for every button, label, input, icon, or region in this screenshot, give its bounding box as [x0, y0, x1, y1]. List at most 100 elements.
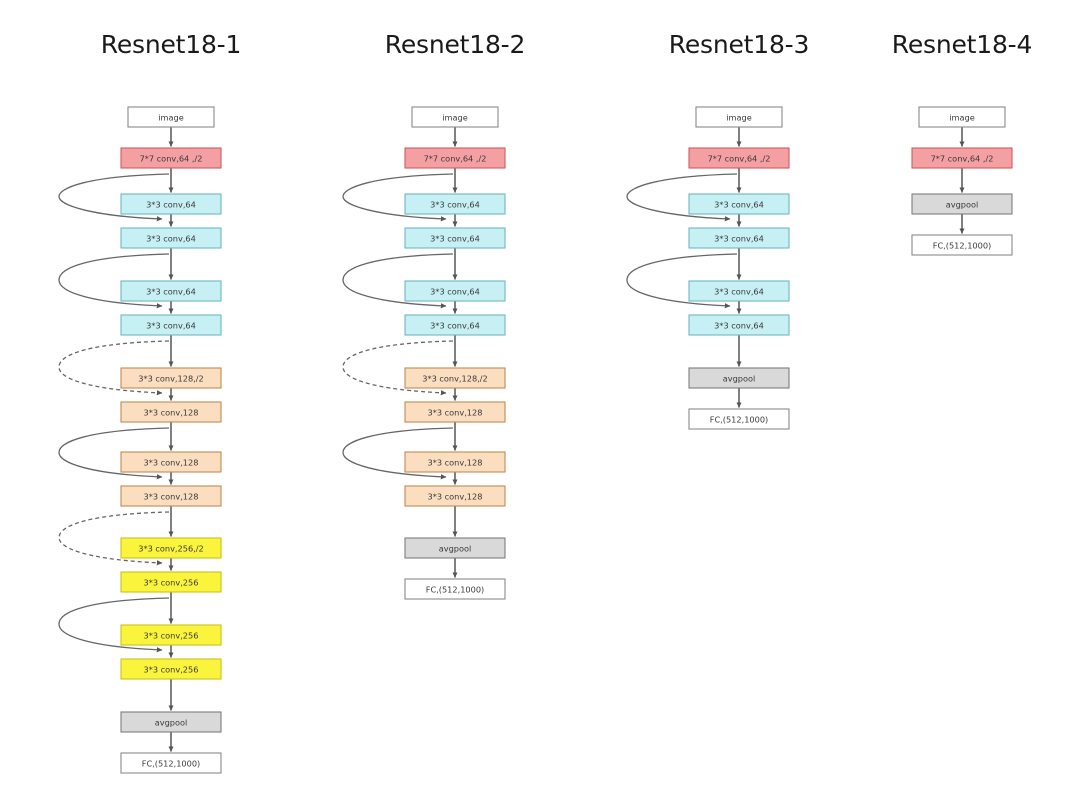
node-rect[interactable]: [120, 571, 222, 593]
node-orange-block[interactable]: 3*3 conv,128,/2: [120, 367, 222, 389]
node-plain-block[interactable]: image: [127, 106, 215, 128]
node-orange-block[interactable]: 3*3 conv,128: [404, 451, 506, 473]
node-rect[interactable]: [404, 314, 506, 336]
node-rect[interactable]: [120, 193, 222, 215]
node-rect[interactable]: [120, 485, 222, 507]
node-red-block[interactable]: 7*7 conv,64 ,/2: [120, 147, 222, 169]
node-rect[interactable]: [688, 280, 790, 302]
node-label: 3*3 conv,256: [144, 665, 199, 675]
node-orange-block[interactable]: 3*3 conv,128: [120, 485, 222, 507]
node-gray-block[interactable]: avgpool: [120, 711, 222, 733]
node-cyan-block[interactable]: 3*3 conv,64: [688, 314, 790, 336]
node-rect[interactable]: [404, 193, 506, 215]
node-rect[interactable]: [411, 106, 499, 128]
node-rect[interactable]: [911, 234, 1013, 256]
node-rect[interactable]: [911, 147, 1013, 169]
node-cyan-block[interactable]: 3*3 conv,64: [120, 227, 222, 249]
node-rect[interactable]: [120, 711, 222, 733]
node-rect[interactable]: [688, 314, 790, 336]
node-rect[interactable]: [120, 658, 222, 680]
node-yellow-block[interactable]: 3*3 conv,256,/2: [120, 537, 222, 559]
node-cyan-block[interactable]: 3*3 conv,64: [688, 227, 790, 249]
node-cyan-block[interactable]: 3*3 conv,64: [404, 280, 506, 302]
node-label: 3*3 conv,64: [430, 234, 480, 244]
node-orange-block[interactable]: 3*3 conv,128: [404, 485, 506, 507]
node-yellow-block[interactable]: 3*3 conv,256: [120, 624, 222, 646]
node-rect[interactable]: [404, 537, 506, 559]
node-orange-block[interactable]: 3*3 conv,128: [404, 401, 506, 423]
node-rect[interactable]: [120, 314, 222, 336]
node-label: 7*7 conv,64 ,/2: [424, 154, 487, 164]
node-rect[interactable]: [120, 401, 222, 423]
nodes-layer: image 7*7 conv,64 ,/2 3*3 conv,64 3*3 conv,…: [120, 106, 1013, 774]
node-label: 3*3 conv,64: [146, 321, 196, 331]
node-label: 3*3 conv,128: [428, 492, 483, 502]
node-label: FC,(512,1000): [933, 241, 991, 251]
node-red-block[interactable]: 7*7 conv,64 ,/2: [404, 147, 506, 169]
node-plain-block[interactable]: FC,(512,1000): [404, 578, 506, 600]
node-rect[interactable]: [404, 578, 506, 600]
node-plain-block[interactable]: image: [918, 106, 1006, 128]
node-cyan-block[interactable]: 3*3 conv,64: [404, 314, 506, 336]
node-gray-block[interactable]: avgpool: [911, 193, 1013, 215]
node-rect[interactable]: [688, 227, 790, 249]
node-red-block[interactable]: 7*7 conv,64 ,/2: [688, 147, 790, 169]
node-label: 3*3 conv,128: [144, 458, 199, 468]
node-rect[interactable]: [120, 537, 222, 559]
node-gray-block[interactable]: avgpool: [404, 537, 506, 559]
node-rect[interactable]: [404, 147, 506, 169]
skip-connection-dashed: [342, 340, 454, 396]
node-cyan-block[interactable]: 3*3 conv,64: [120, 193, 222, 215]
node-rect[interactable]: [120, 451, 222, 473]
node-plain-block[interactable]: FC,(512,1000): [120, 752, 222, 774]
node-gray-block[interactable]: avgpool: [688, 367, 790, 389]
node-rect[interactable]: [127, 106, 215, 128]
node-cyan-block[interactable]: 3*3 conv,64: [404, 227, 506, 249]
node-rect[interactable]: [688, 193, 790, 215]
node-orange-block[interactable]: 3*3 conv,128: [120, 451, 222, 473]
node-cyan-block[interactable]: 3*3 conv,64: [688, 193, 790, 215]
node-plain-block[interactable]: FC,(512,1000): [911, 234, 1013, 256]
node-label: 3*3 conv,128: [428, 408, 483, 418]
node-rect[interactable]: [120, 280, 222, 302]
column-title-resnet18-2: Resnet18-2: [384, 30, 526, 59]
node-label: 3*3 conv,64: [430, 321, 480, 331]
node-rect[interactable]: [120, 147, 222, 169]
node-rect[interactable]: [120, 752, 222, 774]
node-red-block[interactable]: 7*7 conv,64 ,/2: [911, 147, 1013, 169]
node-label: 3*3 conv,64: [146, 287, 196, 297]
node-label: 3*3 conv,64: [146, 200, 196, 210]
node-rect[interactable]: [404, 367, 506, 389]
node-rect[interactable]: [120, 624, 222, 646]
node-rect[interactable]: [120, 367, 222, 389]
node-rect[interactable]: [404, 280, 506, 302]
node-label: avgpool: [723, 374, 756, 384]
node-plain-block[interactable]: image: [411, 106, 499, 128]
node-label: 3*3 conv,64: [714, 321, 764, 331]
node-rect[interactable]: [688, 408, 790, 430]
node-orange-block[interactable]: 3*3 conv,128,/2: [404, 367, 506, 389]
node-yellow-block[interactable]: 3*3 conv,256: [120, 571, 222, 593]
node-plain-block[interactable]: FC,(512,1000): [688, 408, 790, 430]
node-rect[interactable]: [404, 401, 506, 423]
node-cyan-block[interactable]: 3*3 conv,64: [120, 314, 222, 336]
node-rect[interactable]: [688, 147, 790, 169]
node-rect[interactable]: [918, 106, 1006, 128]
node-orange-block[interactable]: 3*3 conv,128: [120, 401, 222, 423]
skip-connection-dashed: [58, 511, 170, 566]
node-cyan-block[interactable]: 3*3 conv,64: [404, 193, 506, 215]
node-yellow-block[interactable]: 3*3 conv,256: [120, 658, 222, 680]
node-plain-block[interactable]: image: [695, 106, 783, 128]
node-cyan-block[interactable]: 3*3 conv,64: [120, 280, 222, 302]
node-rect[interactable]: [404, 227, 506, 249]
node-rect[interactable]: [911, 193, 1013, 215]
node-cyan-block[interactable]: 3*3 conv,64: [688, 280, 790, 302]
node-rect[interactable]: [404, 485, 506, 507]
node-rect[interactable]: [120, 227, 222, 249]
node-rect[interactable]: [688, 367, 790, 389]
node-rect[interactable]: [695, 106, 783, 128]
node-rect[interactable]: [404, 451, 506, 473]
node-label: 3*3 conv,64: [430, 287, 480, 297]
